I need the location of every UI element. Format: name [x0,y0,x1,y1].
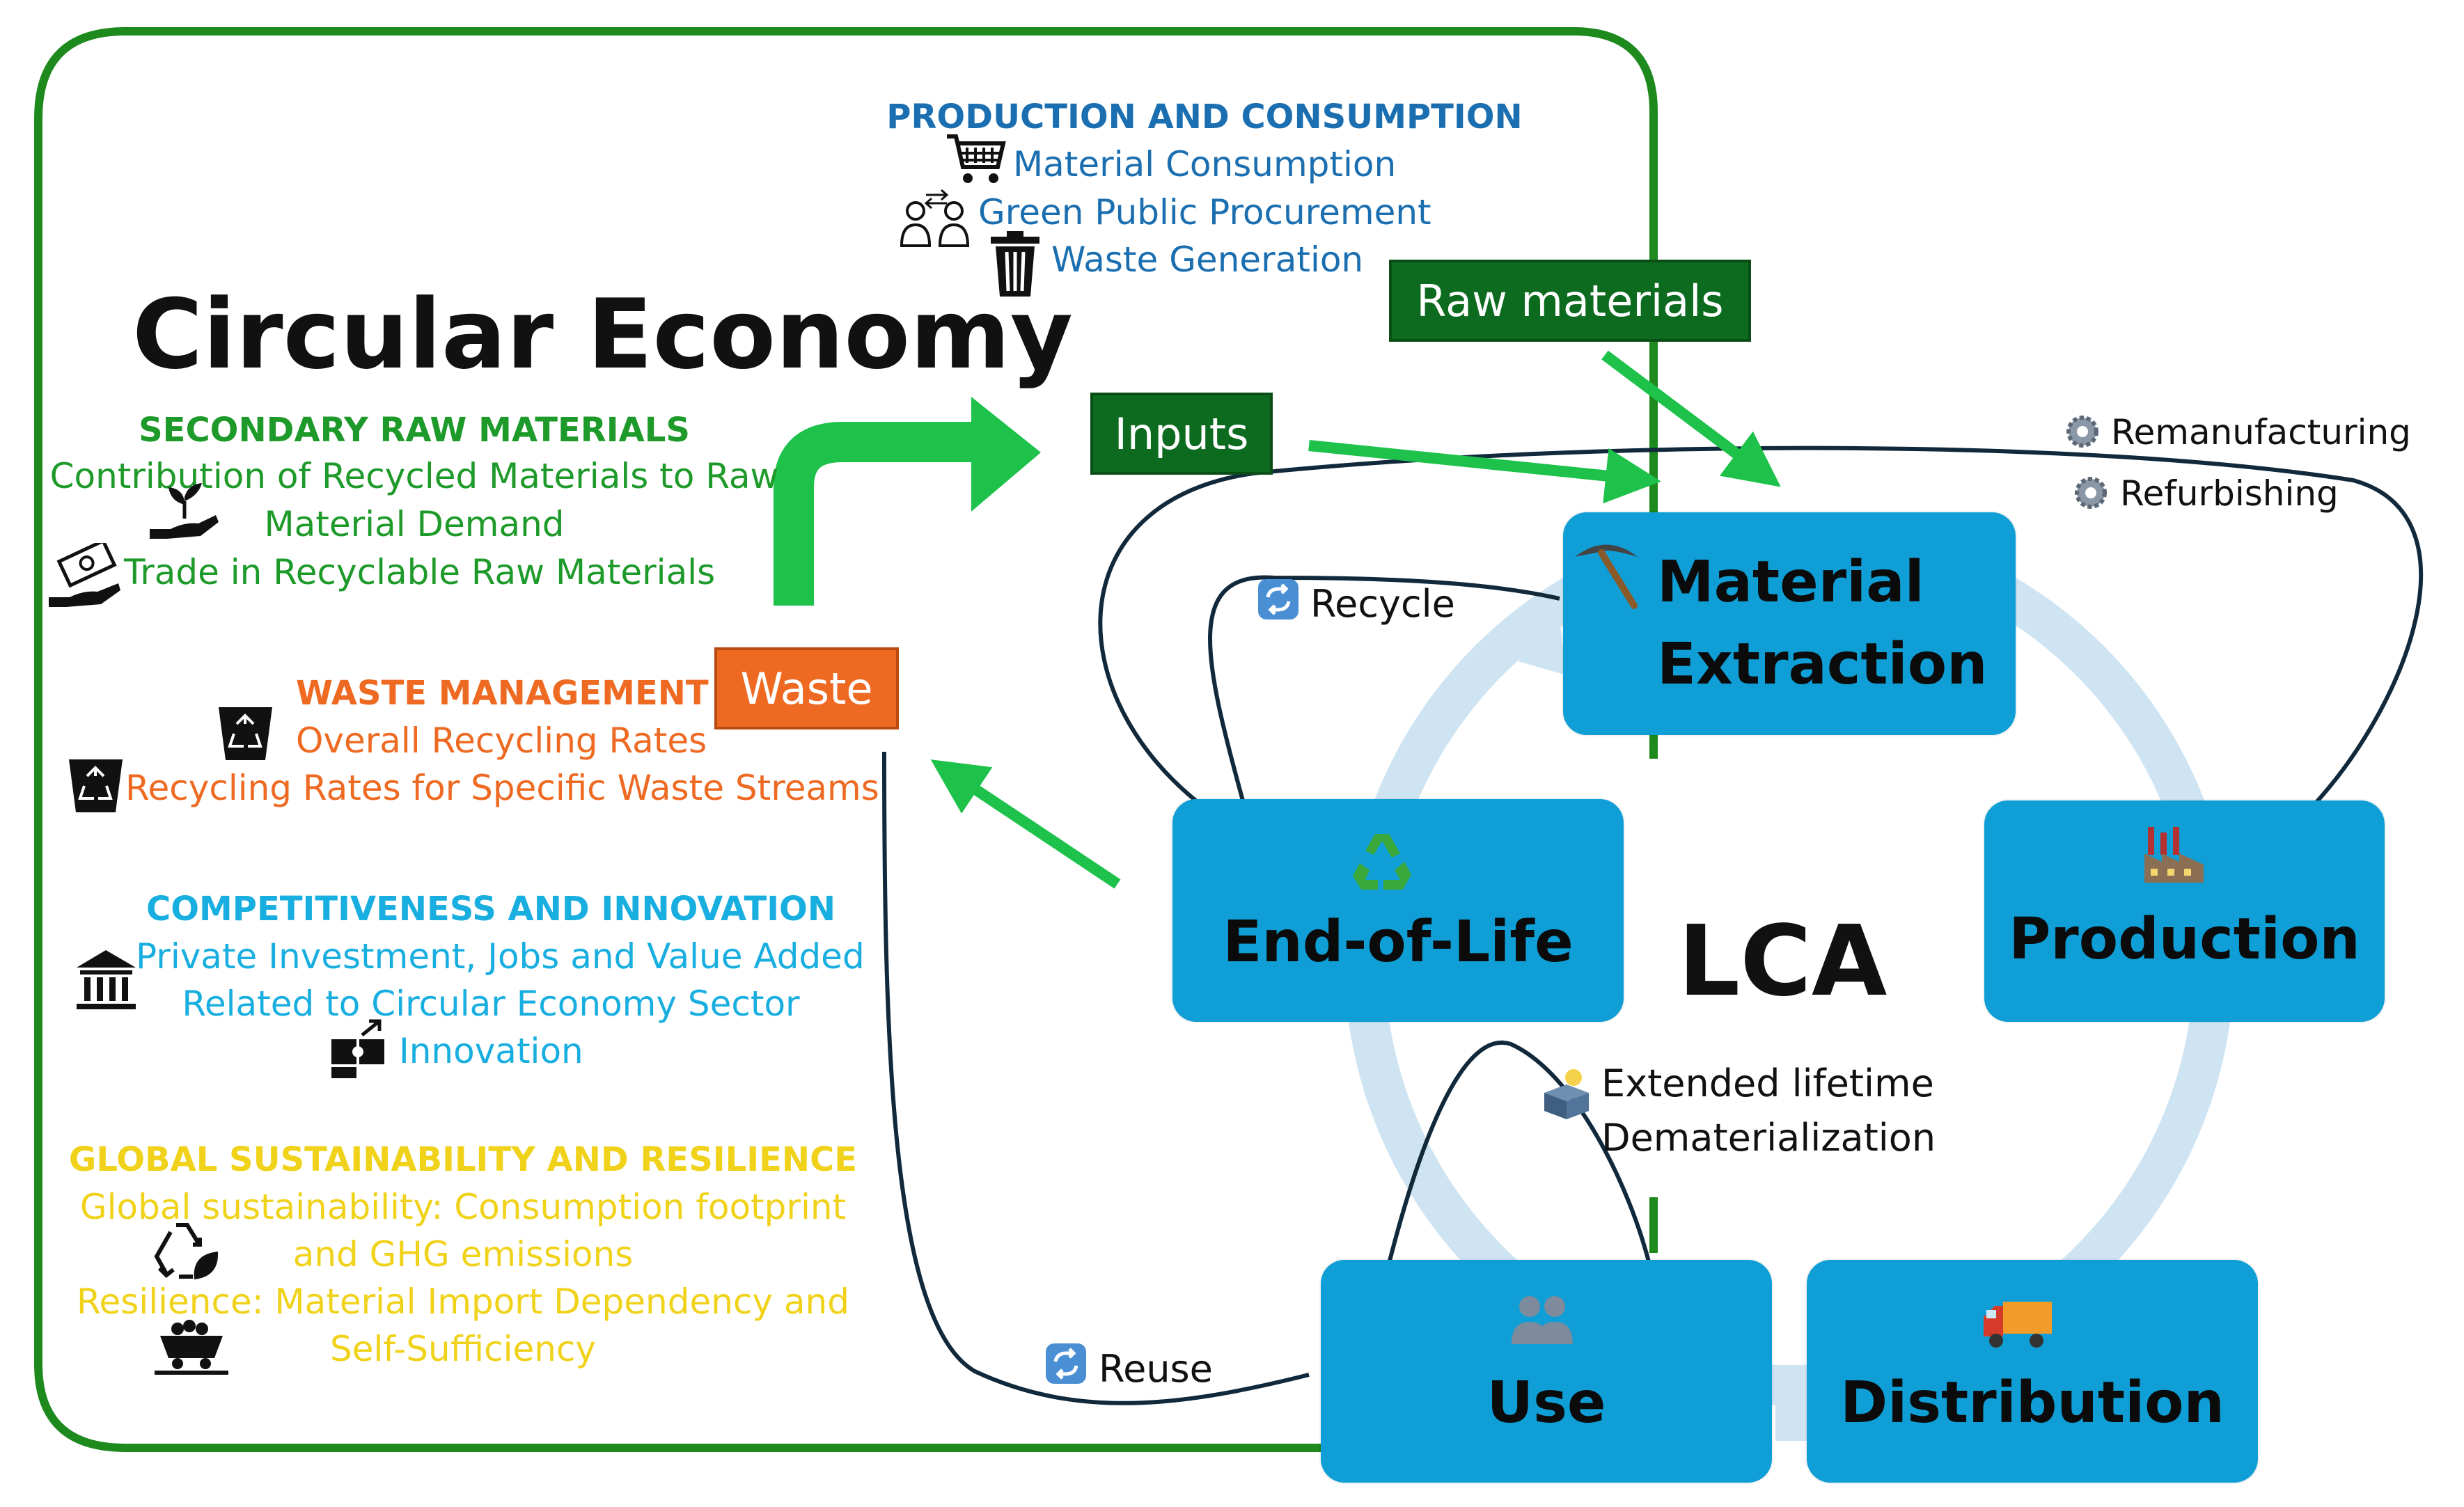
use-distribution-connector [1775,1392,1810,1441]
mine-cart-icon [155,1320,228,1375]
material-extraction-line1: Material [1657,549,1924,615]
big-curved-arrow [774,422,975,606]
reuse-label: Reuse [1099,1347,1213,1391]
big-curved-arrowhead [971,397,1041,512]
users-icon [1512,1296,1573,1344]
extended-lifetime-label: Extended lifetime [1601,1062,1934,1105]
waste-box: Waste [714,647,899,729]
specific-streams-label: Recycling Rates for Specific Waste Strea… [125,768,879,808]
use-label: Use [1486,1369,1606,1436]
lca-ring-arrowhead [1518,620,1567,675]
competitiveness-heading: COMPETITIVENESS AND INNOVATION [146,890,836,929]
end-of-life-node: End-of-Life [1172,799,1624,1022]
recycle-bin-icon [69,759,123,812]
refurbishing-label: Refurbishing [2120,473,2339,514]
secondary-raw-materials-heading: SECONDARY RAW MATERIALS [139,411,690,450]
raw-materials-arrow [1601,350,1781,487]
material-extraction-node: Material Extraction [1563,512,2016,735]
recycle-loop [1208,575,1560,801]
trash-bin-icon [991,231,1039,297]
refresh-icon [1046,1343,1086,1384]
production-label: Production [2009,906,2360,972]
inputs-label: Inputs [1114,408,1249,459]
overall-recycling-label: Overall Recycling Rates [296,720,707,761]
production-consumption-heading: PRODUCTION AND CONSUMPTION [886,97,1523,136]
green-public-procurement-label: Green Public Procurement [978,192,1431,232]
waste-management-heading: WASTE MANAGEMENT [296,674,709,713]
waste-generation-label: Waste Generation [1051,239,1364,280]
remanufacturing-label: Remanufacturing [2111,412,2411,452]
hand-money-icon [49,543,120,607]
lca-label: LCA [1678,905,1888,1018]
bank-icon [77,950,136,1009]
procurement-people-icon [900,189,970,247]
raw-materials-box: Raw materials [1389,260,1751,342]
recycle-emoji-icon [1353,834,1411,890]
inputs-box: Inputs [1090,393,1273,475]
private-investment-label: Private Investment, Jobs and Value Added [136,936,865,977]
ce-sector-label: Related to Circular Economy Sector [182,984,800,1024]
remanufacturing-loop [1098,445,2423,810]
box-lightbulb-icon [1544,1069,1589,1119]
refresh-icon [1258,579,1298,620]
page-title: Circular Economy [132,278,1073,390]
self-sufficiency-label: Self-Sufficiency [330,1329,596,1369]
ghg-emissions-label: and GHG emissions [292,1234,634,1275]
material-import-label: Resilience: Material Import Dependency a… [77,1281,849,1322]
lifetime-loop [1387,1041,1652,1268]
gear-icon [2075,477,2107,509]
shopping-cart-icon [947,134,1006,183]
waste-arrow [930,759,1121,889]
trade-recyclable-label: Trade in Recyclable Raw Materials [124,552,716,592]
waste-label: Waste [740,663,873,714]
distribution-label: Distribution [1840,1369,2224,1436]
gear-icon [2066,416,2098,448]
innovation-label: Innovation [399,1031,583,1071]
truck-icon [1984,1302,2052,1348]
factory-icon [2144,827,2204,883]
hand-plant-icon [150,483,219,539]
puzzle-icon [331,1019,384,1078]
distribution-node: Distribution [1807,1260,2258,1483]
dematerialization-label: Dematerialization [1601,1116,1936,1160]
use-node: Use [1321,1260,1772,1483]
end-of-life-label: End-of-Life [1223,908,1574,975]
material-demand-label: Material Demand [264,504,565,544]
circular-economy-frame [34,27,1658,1452]
recycle-leaf-icon [154,1223,219,1279]
pickaxe-icon [1575,544,1638,609]
consumption-footprint-label: Global sustainability: Consumption footp… [79,1187,847,1227]
raw-materials-label: Raw materials [1416,275,1724,326]
material-extraction-line2: Extraction [1657,631,1988,697]
material-consumption-label: Material Consumption [1013,144,1397,184]
global-sustainability-heading: GLOBAL SUSTAINABILITY AND RESILIENCE [68,1140,858,1179]
production-node: Production [1984,800,2385,1022]
recycle-label: Recycle [1310,582,1455,626]
recycle-bin-icon [219,707,272,760]
reuse-curve [882,751,1310,1405]
inputs-arrow [1308,440,1661,504]
